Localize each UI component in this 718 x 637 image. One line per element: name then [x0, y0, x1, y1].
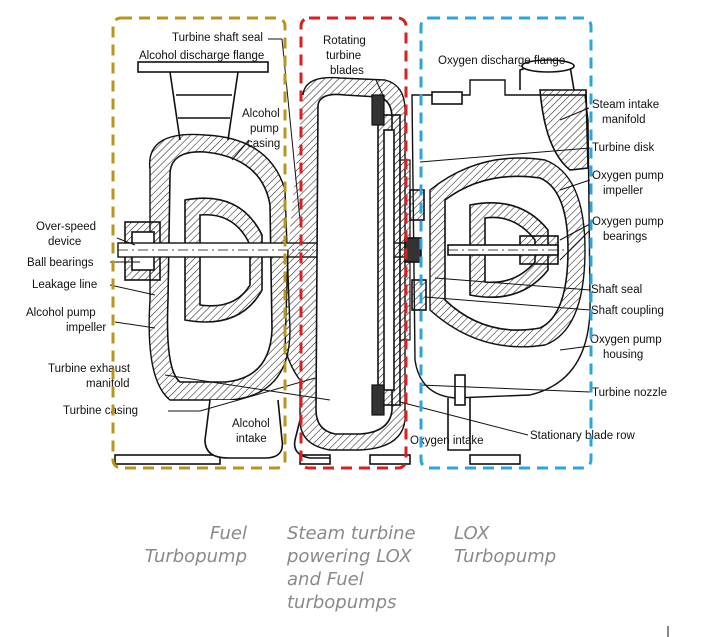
label-over-speed-device-2: device [48, 236, 81, 248]
label-shaft-seal: Shaft seal [591, 284, 642, 296]
fuel-turbopump-region-box [111, 16, 287, 470]
caption-lox-turbopump: LOX Turbopump [454, 522, 556, 568]
label-steam-intake-manifold-1: Steam intake [592, 99, 659, 111]
label-rotating-turbine-blades-2: turbine [326, 50, 361, 62]
label-turbine-shaft-seal: Turbine shaft seal [172, 32, 263, 44]
label-alcohol-pump-impeller-1: Alcohol pump [26, 307, 96, 319]
label-rotating-turbine-blades-1: Rotating [323, 35, 366, 47]
label-alcohol-pump-casing-1: Alcohol [242, 108, 280, 120]
mechanical-drawing [114, 59, 591, 465]
label-over-speed-device-1: Over-speed [36, 221, 96, 233]
caption-steam-line-2: powering LOX [287, 546, 412, 567]
label-oxygen-pump-bearings-1: Oxygen pump [592, 216, 664, 228]
label-rotating-turbine-blades-3: blades [330, 65, 364, 77]
label-alcohol-discharge-flange: Alcohol discharge flange [139, 50, 264, 62]
caption-steam-turbine: Steam turbine powering LOX and Fuel turb… [287, 522, 416, 614]
diagram-labels: Turbine shaft seal Alcohol discharge fla… [26, 32, 667, 447]
caption-fuel-turbopump: Fuel Turbopump [137, 522, 247, 568]
label-turbine-disk: Turbine disk [592, 142, 654, 154]
label-alcohol-pump-casing-2: pump [250, 123, 279, 135]
caption-steam-line-4: turbopumps [287, 592, 397, 613]
label-ball-bearings: Ball bearings [27, 257, 94, 269]
label-oxygen-intake: Oxygen intake [410, 435, 484, 447]
label-oxygen-pump-housing-2: housing [603, 349, 643, 361]
label-turbine-nozzle: Turbine nozzle [592, 387, 667, 399]
label-oxygen-pump-impeller-1: Oxygen pump [592, 170, 664, 182]
caption-steam-line-1: Steam turbine [287, 523, 416, 544]
caption-fuel-line-2: Turbopump [144, 546, 247, 567]
label-oxygen-pump-housing-1: Oxygen pump [590, 334, 662, 346]
label-turbine-casing: Turbine casing [63, 405, 138, 417]
label-steam-intake-manifold-2: manifold [602, 114, 645, 126]
label-oxygen-pump-bearings-2: bearings [603, 231, 647, 243]
label-shaft-coupling: Shaft coupling [591, 305, 664, 317]
label-alcohol-pump-impeller-2: impeller [66, 322, 106, 334]
label-turbine-exhaust-manifold-1: Turbine exhaust [48, 363, 131, 375]
lox-turbopump-region-box [419, 16, 593, 470]
label-turbine-exhaust-manifold-2: manifold [86, 378, 129, 390]
caption-fuel-line-1: Fuel [209, 523, 247, 544]
label-alcohol-intake-1: Alcohol [232, 418, 270, 430]
caption-steam-line-3: and Fuel [287, 569, 364, 590]
label-oxygen-pump-impeller-2: impeller [603, 185, 643, 197]
label-alcohol-intake-2: intake [236, 433, 267, 445]
label-oxygen-discharge-flange: Oxygen discharge flange [438, 55, 565, 67]
steam-turbine-region-box [299, 16, 408, 470]
caption-lox-line-2: Turbopump [454, 546, 557, 567]
label-leakage-line: Leakage line [32, 279, 97, 291]
label-stationary-blade-row: Stationary blade row [530, 430, 636, 442]
label-alcohol-pump-casing-3: casing [247, 138, 280, 150]
caption-lox-line-1: LOX [454, 523, 490, 544]
